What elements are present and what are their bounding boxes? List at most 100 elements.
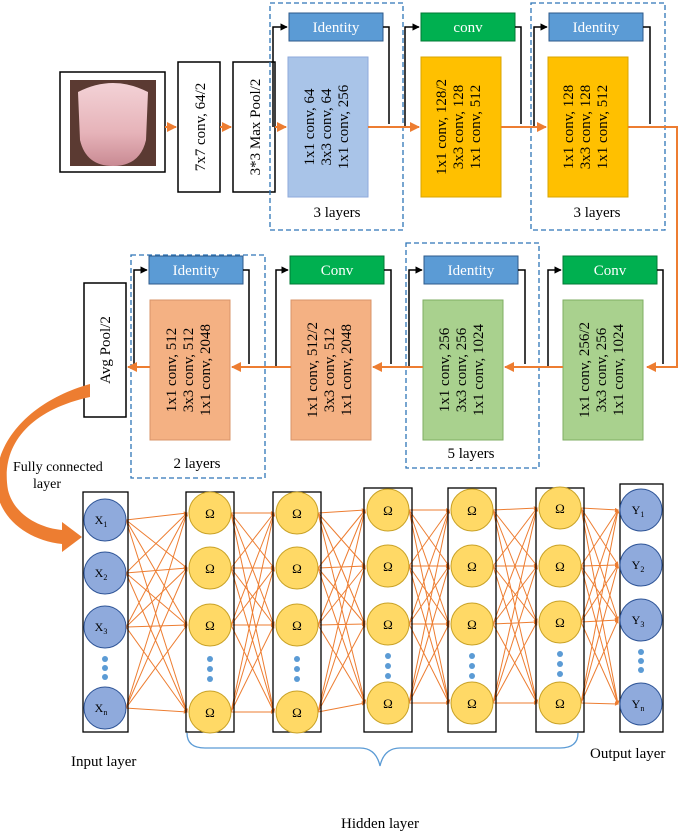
yellow-conv-block	[547, 56, 629, 198]
fc-edge	[580, 564, 619, 623]
input-node-label: X2	[95, 566, 108, 582]
hidden-node-label: Ω	[383, 503, 393, 518]
orange-conv-block	[149, 299, 231, 441]
hidden-node-label: Ω	[292, 506, 302, 521]
block-line: 1x1 conv, 1024	[611, 324, 627, 416]
ellipsis-dot	[469, 673, 475, 679]
fc-edge	[125, 519, 188, 713]
block-line: 1x1 conv, 256	[437, 327, 453, 412]
hidden-node	[275, 603, 319, 647]
fc-edge	[580, 509, 620, 704]
hidden-node-label: Ω	[555, 615, 565, 630]
conv-header-label: Conv	[321, 263, 354, 279]
hidden-node	[450, 681, 494, 725]
fc-edge	[125, 623, 188, 628]
block-line: 3x3 conv, 64	[319, 88, 335, 165]
fc-edge	[408, 509, 450, 625]
fc-edge	[125, 511, 188, 521]
hidden-layer-label: Hidden layer	[341, 816, 419, 832]
green-conv-block	[422, 299, 504, 441]
hidden-node	[538, 600, 582, 644]
hidden-node	[275, 690, 319, 734]
output-node	[619, 543, 663, 587]
conv-header	[420, 12, 516, 42]
hidden-node-label: Ω	[467, 696, 477, 711]
hidden-node-label: Ω	[292, 618, 302, 633]
fc-edge	[492, 565, 538, 623]
fc-edge	[492, 507, 538, 625]
input-image-frame	[59, 71, 166, 173]
hidden-node-label: Ω	[383, 696, 393, 711]
output-node	[619, 682, 663, 726]
hidden-node	[188, 491, 232, 535]
fc-edge	[125, 707, 188, 714]
ellipsis-dot	[638, 667, 644, 673]
fc-edge	[408, 509, 450, 567]
ellipsis-dot	[294, 676, 300, 682]
ellipsis-dot	[207, 666, 213, 672]
fc-label-line1: Fully connected	[13, 460, 103, 475]
ellipsis-dot	[385, 653, 391, 659]
fc-edge	[230, 512, 275, 626]
fc-edge	[492, 565, 538, 704]
output-node-label: Y3	[632, 613, 645, 629]
fc-curved-arrow	[0, 384, 90, 552]
fc-edge	[125, 512, 188, 574]
fc-edge	[580, 618, 619, 623]
fc-edge	[317, 565, 366, 713]
yellow-conv-block	[420, 56, 502, 198]
hidden-node	[366, 681, 410, 725]
conv-header-label: Conv	[594, 263, 627, 279]
fc-edge	[408, 623, 450, 704]
block-line: 1x1 conv, 512	[595, 85, 611, 169]
hidden-node-label: Ω	[205, 561, 215, 576]
ellipsis-dot	[385, 663, 391, 669]
identity-header	[548, 12, 644, 42]
fc-edge	[125, 572, 188, 626]
hidden-node-label: Ω	[292, 705, 302, 720]
hidden-node	[188, 603, 232, 647]
fc-edge	[580, 507, 619, 512]
fc-edge	[230, 624, 275, 713]
fc-edge	[580, 619, 619, 704]
fc-edge	[317, 624, 366, 704]
fc-edge	[317, 701, 366, 713]
hidden-node-label: Ω	[205, 618, 215, 633]
hidden-node	[450, 602, 494, 646]
fc-edge	[317, 509, 367, 713]
group-label-2-layers: 2 layers	[173, 456, 220, 472]
hidden-node	[538, 486, 582, 530]
input-node-label: X1	[95, 513, 108, 529]
identity-header-label: Identity	[313, 20, 360, 36]
hidden-node-label: Ω	[292, 561, 302, 576]
hidden-node-label: Ω	[555, 696, 565, 711]
fc-edge	[580, 509, 619, 623]
conv-header	[289, 255, 385, 285]
fc-edge	[317, 512, 367, 704]
skip-connections-stage1	[272, 23, 651, 127]
fc-edge	[230, 512, 276, 713]
hidden-node	[538, 544, 582, 588]
group-label-3-layers-a: 3 layers	[313, 205, 360, 221]
ellipsis-dot	[638, 649, 644, 655]
input-node	[83, 686, 127, 730]
block-line: 1x1 conv, 512/2	[305, 322, 321, 418]
hidden-node	[366, 488, 410, 532]
fc-edge	[230, 567, 276, 713]
hidden-layer-brace	[186, 732, 579, 767]
blue-conv-block	[287, 56, 369, 198]
hidden-node-label: Ω	[205, 506, 215, 521]
fc-edge	[492, 509, 538, 567]
block-line: 1x1 conv, 128/2	[434, 79, 450, 175]
stage1-block-2: conv 1x1 conv, 128/2 3x3 conv, 128 1x1 c…	[420, 12, 516, 198]
fc-edge	[125, 519, 188, 626]
fc-edge	[125, 624, 188, 709]
avgpool-label: Avg Pool/2	[98, 316, 114, 384]
stage2-block-4: Conv 1x1 conv, 256/2 3x3 conv, 256 1x1 c…	[562, 255, 658, 441]
fc-edge	[125, 512, 188, 709]
output-layer-nodes: Y1 Y2 Y3 Yn	[619, 488, 663, 726]
fc-edges	[125, 506, 620, 714]
fc-edge	[580, 507, 619, 566]
